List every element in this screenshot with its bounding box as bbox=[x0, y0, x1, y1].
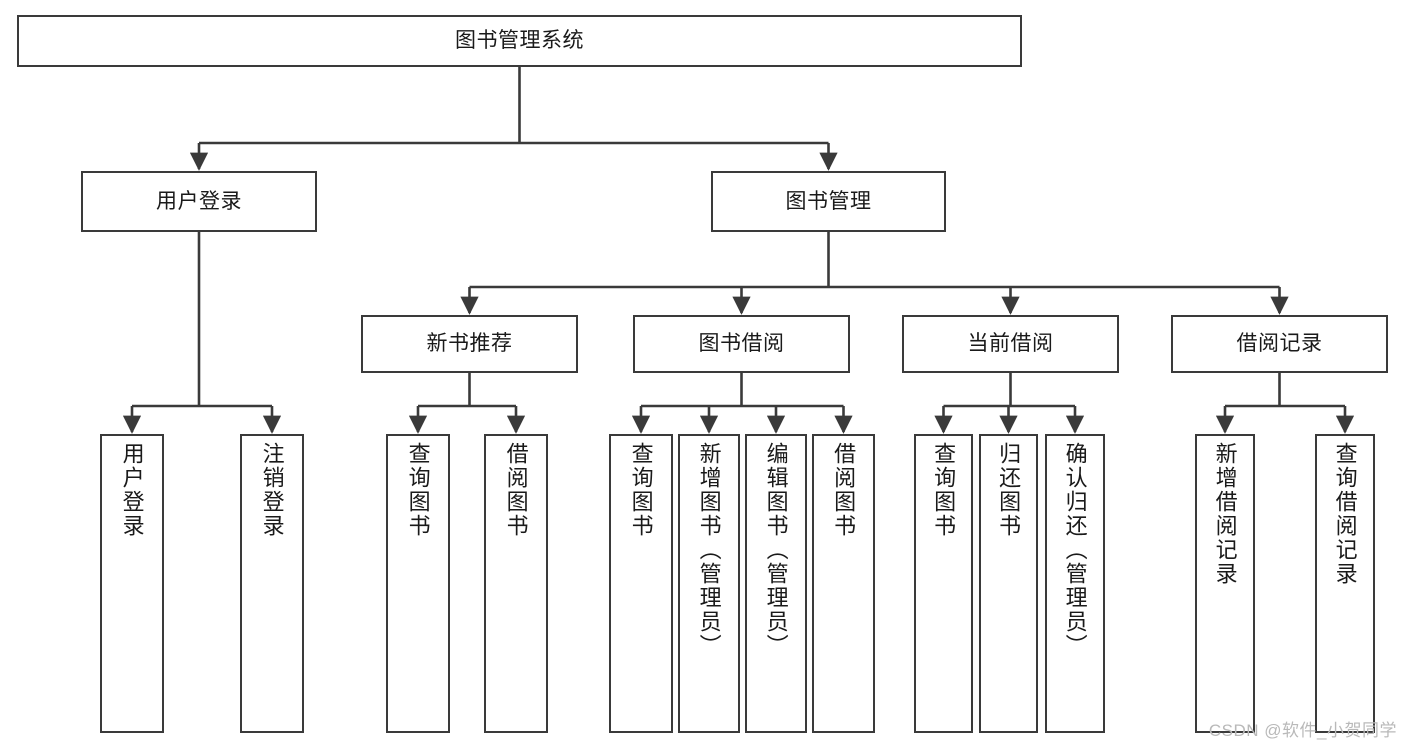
node-label: 借阅图书 bbox=[831, 442, 857, 538]
node-label: 确认归还（管理员） bbox=[1062, 442, 1088, 658]
node-leaf_b1[interactable]: 借阅图书 bbox=[484, 434, 548, 733]
node-borrow_record[interactable]: 借阅记录 bbox=[1171, 315, 1388, 373]
node-label: 图书借阅 bbox=[698, 332, 785, 356]
csdn-watermark: CSDN @软件_小贺同学 bbox=[1208, 721, 1397, 740]
node-leaf_edit_book[interactable]: 编辑图书（管理员） bbox=[745, 434, 807, 733]
node-label: 图书管理 bbox=[785, 189, 872, 213]
node-label: 归还图书 bbox=[996, 442, 1022, 538]
node-leaf_q1[interactable]: 查询图书 bbox=[386, 434, 450, 733]
node-user_login[interactable]: 用户登录 bbox=[81, 171, 317, 232]
node-label: 编辑图书（管理员） bbox=[763, 442, 789, 658]
node-cur_borrow[interactable]: 当前借阅 bbox=[902, 315, 1119, 373]
node-label: 新增图书（管理员） bbox=[696, 442, 722, 658]
node-label: 注销登录 bbox=[259, 442, 285, 538]
node-label: 新增借阅记录 bbox=[1212, 442, 1238, 586]
node-leaf_return[interactable]: 归还图书 bbox=[979, 434, 1038, 733]
node-book_mgmt[interactable]: 图书管理 bbox=[711, 171, 946, 232]
node-leaf_q3[interactable]: 查询图书 bbox=[914, 434, 973, 733]
node-leaf_add_book[interactable]: 新增图书（管理员） bbox=[678, 434, 740, 733]
node-label: 查询图书 bbox=[931, 442, 957, 538]
node-label: 用户登录 bbox=[119, 442, 145, 538]
node-label: 图书管理系统 bbox=[455, 29, 584, 53]
node-leaf_confirm[interactable]: 确认归还（管理员） bbox=[1045, 434, 1105, 733]
node-leaf_add_rec[interactable]: 新增借阅记录 bbox=[1195, 434, 1255, 733]
node-book_borrow[interactable]: 图书借阅 bbox=[633, 315, 850, 373]
node-label: 查询借阅记录 bbox=[1332, 442, 1358, 586]
node-leaf_b2[interactable]: 借阅图书 bbox=[812, 434, 875, 733]
node-leaf_q_rec[interactable]: 查询借阅记录 bbox=[1315, 434, 1375, 733]
node-label: 当前借阅 bbox=[967, 332, 1054, 356]
node-label: 借阅记录 bbox=[1236, 332, 1323, 356]
node-label: 查询图书 bbox=[628, 442, 654, 538]
node-leaf_login[interactable]: 用户登录 bbox=[100, 434, 164, 733]
node-label: 借阅图书 bbox=[503, 442, 529, 538]
node-label: 新书推荐 bbox=[426, 332, 513, 356]
node-root[interactable]: 图书管理系统 bbox=[17, 15, 1022, 67]
node-label: 用户登录 bbox=[156, 189, 242, 213]
node-leaf_q2[interactable]: 查询图书 bbox=[609, 434, 673, 733]
node-new_book_rec[interactable]: 新书推荐 bbox=[361, 315, 578, 373]
node-label: 查询图书 bbox=[405, 442, 431, 538]
node-leaf_logout[interactable]: 注销登录 bbox=[240, 434, 304, 733]
